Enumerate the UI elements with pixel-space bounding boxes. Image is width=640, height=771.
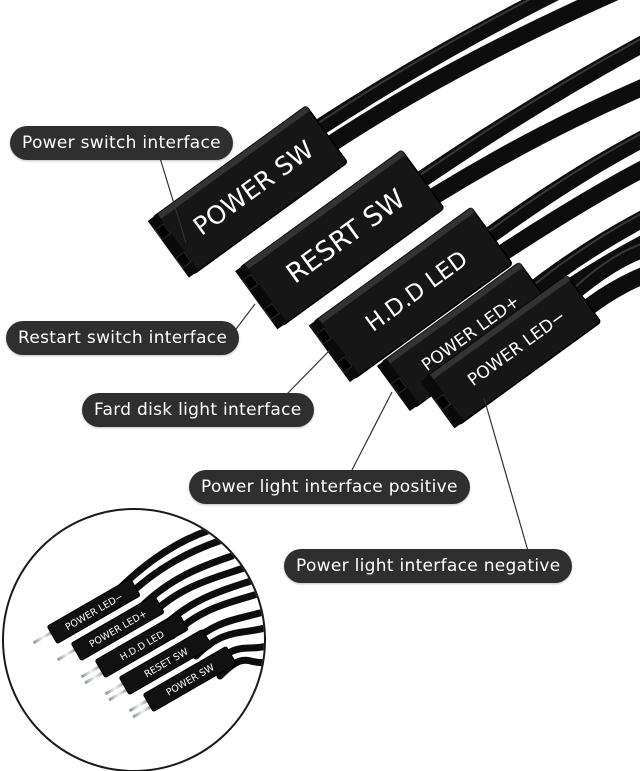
connector-hdd-led: H.D.D LED xyxy=(308,207,513,383)
pin-holes xyxy=(434,393,452,411)
pin-holes xyxy=(315,327,353,373)
pin-holes xyxy=(154,223,192,269)
callout-restart-switch: Restart switch interface xyxy=(6,321,240,355)
callout-power-light-negative: Power light interface negative xyxy=(284,549,573,583)
callout-power-light-positive: Power light interface positive xyxy=(189,470,470,504)
callout-hard-disk-light: Fard disk light interface xyxy=(82,393,314,427)
callout-power-switch: Power switch interface xyxy=(10,126,233,160)
pin-holes xyxy=(390,377,408,395)
pin-holes xyxy=(242,273,280,320)
leader-lines xyxy=(159,157,529,552)
